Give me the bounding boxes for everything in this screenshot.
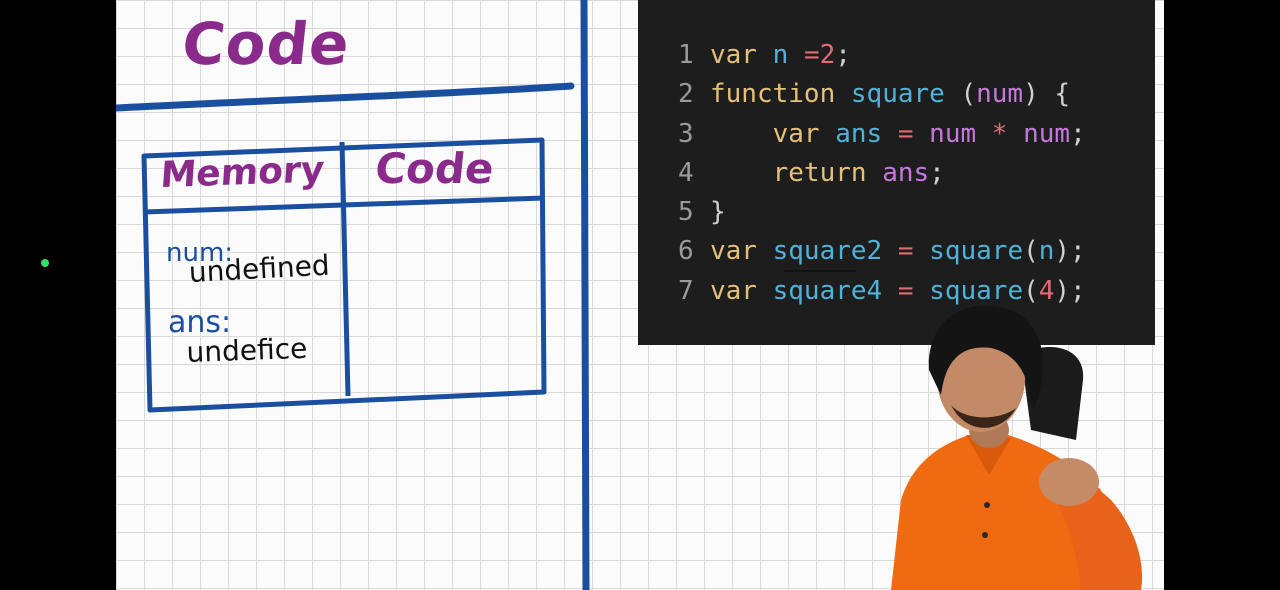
presenter-beard: [951, 405, 1016, 428]
code-token: num: [1023, 118, 1071, 149]
whiteboard-ink: [116, 0, 590, 590]
line-number: 6: [678, 236, 694, 267]
code-line: 2 function square (num) {: [678, 75, 1086, 114]
code-token: square4: [772, 275, 898, 306]
memory-column-header: Memory: [159, 149, 326, 197]
memory-key-ans: ans:: [168, 305, 232, 340]
line-number: 3: [678, 118, 694, 149]
code-line: 6 var square2 = square(n);: [678, 232, 1086, 271]
code-token: =: [897, 236, 930, 267]
board-title: Code: [178, 10, 354, 78]
code-token: );: [1054, 275, 1086, 306]
code-token: square: [929, 275, 1024, 306]
code-line: 1 var n =2;: [678, 36, 1086, 75]
code-line: 5}: [678, 193, 1086, 232]
code-token: ;: [929, 157, 945, 188]
code-token: square: [929, 236, 1024, 267]
code-line: 7 var square4 = square(4);: [678, 272, 1086, 311]
code-token: var: [710, 275, 773, 306]
code-token: return: [710, 157, 883, 188]
code-token: var: [710, 236, 773, 267]
memory-key-num: num:: [166, 238, 234, 268]
code-token: =: [803, 40, 820, 70]
code-token: (: [1023, 275, 1039, 306]
code-token: n: [1038, 236, 1055, 267]
code-token: ) {: [1023, 79, 1071, 110]
divider-vertical-line: [580, 0, 590, 590]
code-token: square: [850, 79, 961, 110]
line-number: 1: [678, 40, 694, 70]
code-token: square2: [772, 236, 898, 267]
code-token: *: [991, 118, 1024, 149]
code-token: var: [710, 40, 773, 70]
line-number: 5: [678, 197, 694, 228]
code-token: =: [897, 118, 930, 149]
presenter-hand: [1039, 458, 1099, 506]
line-number: 4: [678, 157, 694, 188]
code-token: ans: [882, 157, 930, 188]
presenter-buttons: [984, 502, 990, 508]
code-token: ;: [835, 40, 851, 70]
code-token: n: [772, 40, 804, 70]
memory-value-ans: undefice: [186, 331, 308, 369]
code-token: ;: [1070, 118, 1086, 149]
code-token: 4: [1038, 275, 1055, 306]
code-token: =: [897, 275, 930, 306]
code-token: 2: [819, 40, 836, 70]
presenter-hair: [928, 305, 1044, 410]
recording-indicator-dot: [41, 259, 49, 267]
whiteboard-canvas: Code Memory Code num: undefined ans: und…: [116, 0, 1164, 590]
line-number: 2: [678, 79, 694, 110]
code-token: (: [1023, 236, 1039, 267]
code-token: num: [929, 118, 992, 149]
code-token: num: [976, 79, 1024, 110]
line-number: 7: [678, 275, 694, 306]
code-token: ans: [835, 118, 898, 149]
square2-underline: [784, 270, 856, 272]
code-line: 4 return ans;: [678, 154, 1086, 193]
code-token: function: [710, 79, 851, 110]
table-column-rule: [339, 141, 351, 397]
code-token: );: [1054, 236, 1086, 267]
presenter-video-overlay: [891, 305, 1143, 590]
code-token: (: [960, 79, 977, 110]
code-token: }: [710, 197, 726, 228]
code-token: var: [710, 118, 836, 149]
code-line: 3 var ans = num * num;: [678, 115, 1086, 154]
table-outline: [141, 137, 547, 413]
divider-horizontal-line: [116, 82, 575, 112]
code-column-header: Code: [372, 144, 497, 193]
